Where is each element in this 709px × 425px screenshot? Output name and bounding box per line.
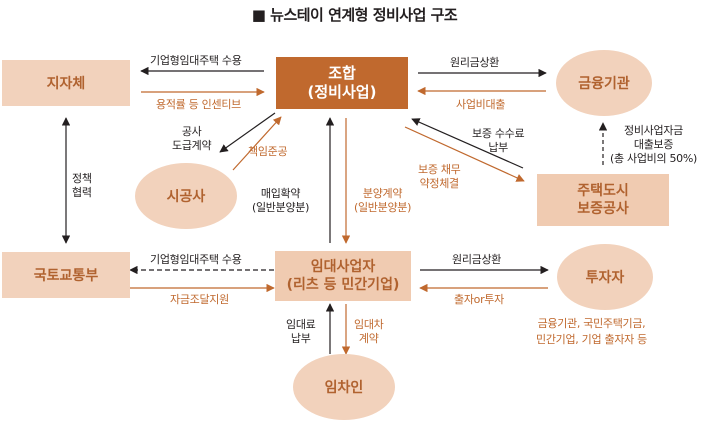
label-guarantee-fee-1: 보증 수수료 (472, 127, 525, 140)
arrow-johap-to-hug (404, 126, 525, 182)
node-jijache: 지자체 (2, 60, 130, 106)
node-molit: 국토교통부 (2, 252, 130, 298)
node-investor: 투자자 (557, 244, 653, 310)
label-purchase-agreement: 매입확약 (일반분양분) (252, 187, 309, 215)
label-johap-to-jijache: 기업형임대주택 수용 (150, 54, 242, 67)
node-johap: 조합 (정비사업) (276, 57, 408, 109)
label-policy-2: 협력 (72, 186, 92, 199)
label-policy: 정책 협력 (72, 172, 92, 200)
label-sale-contract-1: 분양계약 (362, 187, 403, 200)
label-lease-contract-2: 계약 (358, 332, 379, 345)
label-rent-payment: 임대료 납부 (286, 318, 316, 346)
node-builder-label: 시공사 (166, 189, 206, 205)
label-johap-to-fin: 원리금상환 (450, 56, 500, 69)
label-rent-payment-2: 납부 (290, 332, 311, 345)
label-guarantee-duty-2: 약정체결 (419, 177, 460, 190)
label-fin-to-johap: 사업비대출 (456, 98, 506, 111)
label-purchase-agreement-1: 매입확약 (260, 187, 301, 200)
label-lease-contract: 임대차 계약 (354, 318, 384, 346)
label-sale-contract-2: (일반분양분) (354, 201, 412, 214)
label-loan-guarantee-1: 정비사업자금 (624, 124, 683, 137)
node-rental-line1: 임대사업자 (310, 259, 376, 275)
label-builder-contract-1: 공사 (181, 125, 202, 138)
node-tenant-label: 임차인 (324, 380, 364, 396)
node-investor-label: 투자자 (585, 270, 625, 286)
label-rental-to-investor: 원리금상환 (452, 253, 502, 266)
label-guarantee-fee: 보증 수수료 납부 (472, 127, 525, 155)
arrow-builder-to-johap (232, 116, 282, 171)
label-guarantee-duty: 보증 채무 약정체결 (418, 163, 461, 191)
label-policy-1: 정책 (72, 172, 92, 185)
label-loan-guarantee-3: (총 사업비의 50%) (610, 152, 698, 165)
node-builder: 시공사 (135, 163, 237, 229)
node-jijache-label: 지자체 (46, 76, 86, 92)
node-johap-line1: 조합 (328, 64, 356, 82)
node-johap-line2: (정비사업) (307, 83, 377, 101)
label-rent-payment-1: 임대료 (286, 318, 316, 331)
label-investor-types: 금융기관, 국민주택기금, 민간기업, 기업 출자자 등 (536, 317, 647, 346)
label-lease-contract-1: 임대차 (354, 318, 384, 331)
node-hug-line2: 보증공사 (577, 201, 629, 217)
node-financial-label: 금융기관 (578, 76, 630, 92)
label-investor-to-rental: 출자or투자 (454, 293, 504, 306)
arrow-hug-to-johap (411, 118, 524, 169)
label-guarantee-duty-1: 보증 채무 (418, 163, 461, 176)
node-hug-line1: 주택도시 (577, 183, 629, 199)
label-builder-resp: 책임준공 (248, 145, 288, 158)
node-molit-label: 국토교통부 (33, 268, 99, 284)
node-tenant: 임차인 (293, 354, 395, 420)
label-builder-contract: 공사 도급계약 (172, 125, 212, 153)
label-molit-support: 자금조달지원 (170, 293, 229, 306)
diagram-title: ■ 뉴스테이 연계형 정비사업 구조 (251, 6, 458, 24)
node-rental-line2: (리츠 등 민간기업) (286, 277, 400, 293)
label-builder-contract-2: 도급계약 (172, 139, 212, 152)
label-rental-to-molit: 기업형임대주택 수용 (150, 253, 242, 266)
label-jijache-to-johap: 용적률 등 인센티브 (156, 98, 241, 111)
label-purchase-agreement-2: (일반분양분) (252, 201, 310, 214)
node-financial: 금융기관 (556, 50, 652, 116)
label-loan-guarantee: 정비사업자금 대출보증 (총 사업비의 50%) (610, 124, 697, 166)
label-sale-contract: 분양계약 (일반분양분) (354, 187, 411, 215)
node-hug: 주택도시 보증공사 (537, 174, 669, 226)
label-guarantee-fee-2: 납부 (488, 141, 508, 154)
node-rental-operator: 임대사업자 (리츠 등 민간기업) (275, 251, 411, 301)
arrow-johap-to-builder (219, 112, 276, 153)
label-loan-guarantee-2: 대출보증 (633, 138, 674, 151)
